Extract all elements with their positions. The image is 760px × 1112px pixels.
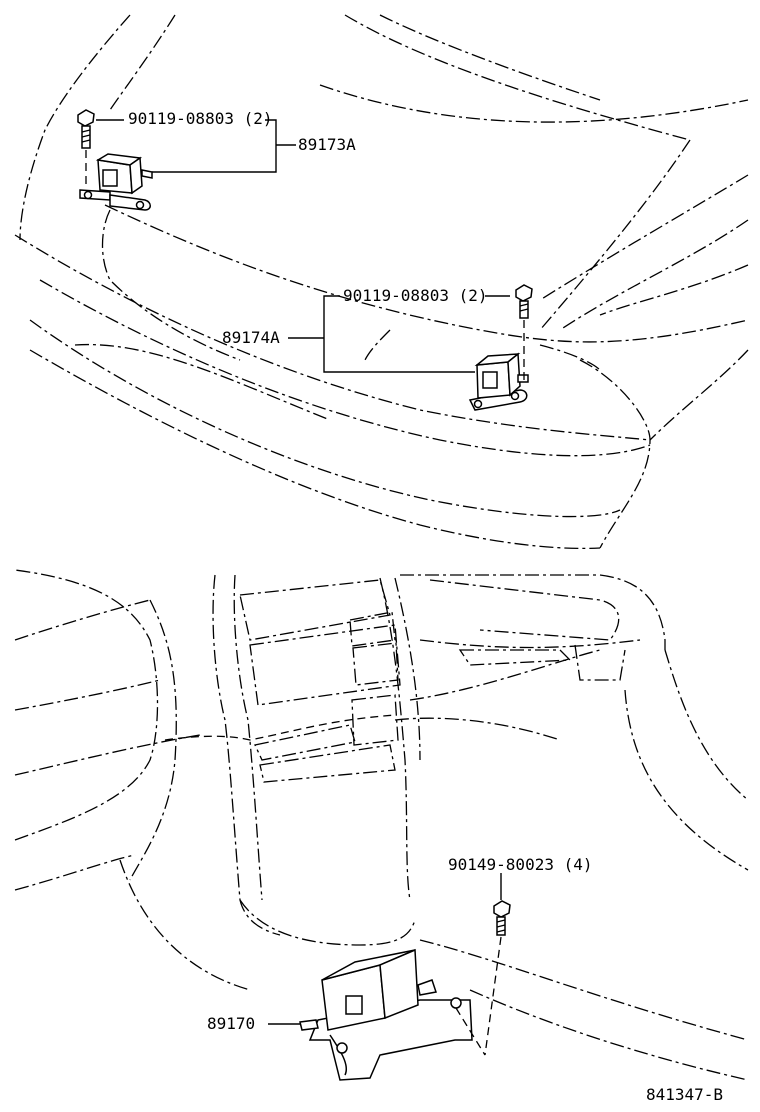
callout-bolt-middle: 90119-08803 (2) [343, 286, 488, 305]
bolt-top[interactable] [77, 109, 95, 149]
bolt-bottom-axis [484, 936, 502, 1056]
leader-lines [96, 119, 510, 1025]
interior-console-outline [14, 569, 749, 1081]
front-sensor-right[interactable] [468, 352, 529, 411]
callout-bolt-bottom: 90149-80023 (4) [448, 855, 593, 874]
callout-bolt-top: 90119-08803 (2) [128, 109, 273, 128]
bolt-bottom[interactable] [493, 900, 511, 936]
callout-ecu: 89170 [207, 1014, 255, 1033]
callout-sensor-right: 89174A [222, 328, 280, 347]
figure-id: 841347-B [646, 1085, 723, 1104]
ecu-mount-axis [455, 1007, 486, 1056]
bolt-middle[interactable] [515, 284, 533, 319]
airbag-ecu[interactable] [299, 948, 473, 1081]
vehicle-front-outline [14, 14, 749, 550]
front-sensor-left[interactable] [79, 153, 153, 211]
callout-sensor-left: 89173A [298, 135, 356, 154]
